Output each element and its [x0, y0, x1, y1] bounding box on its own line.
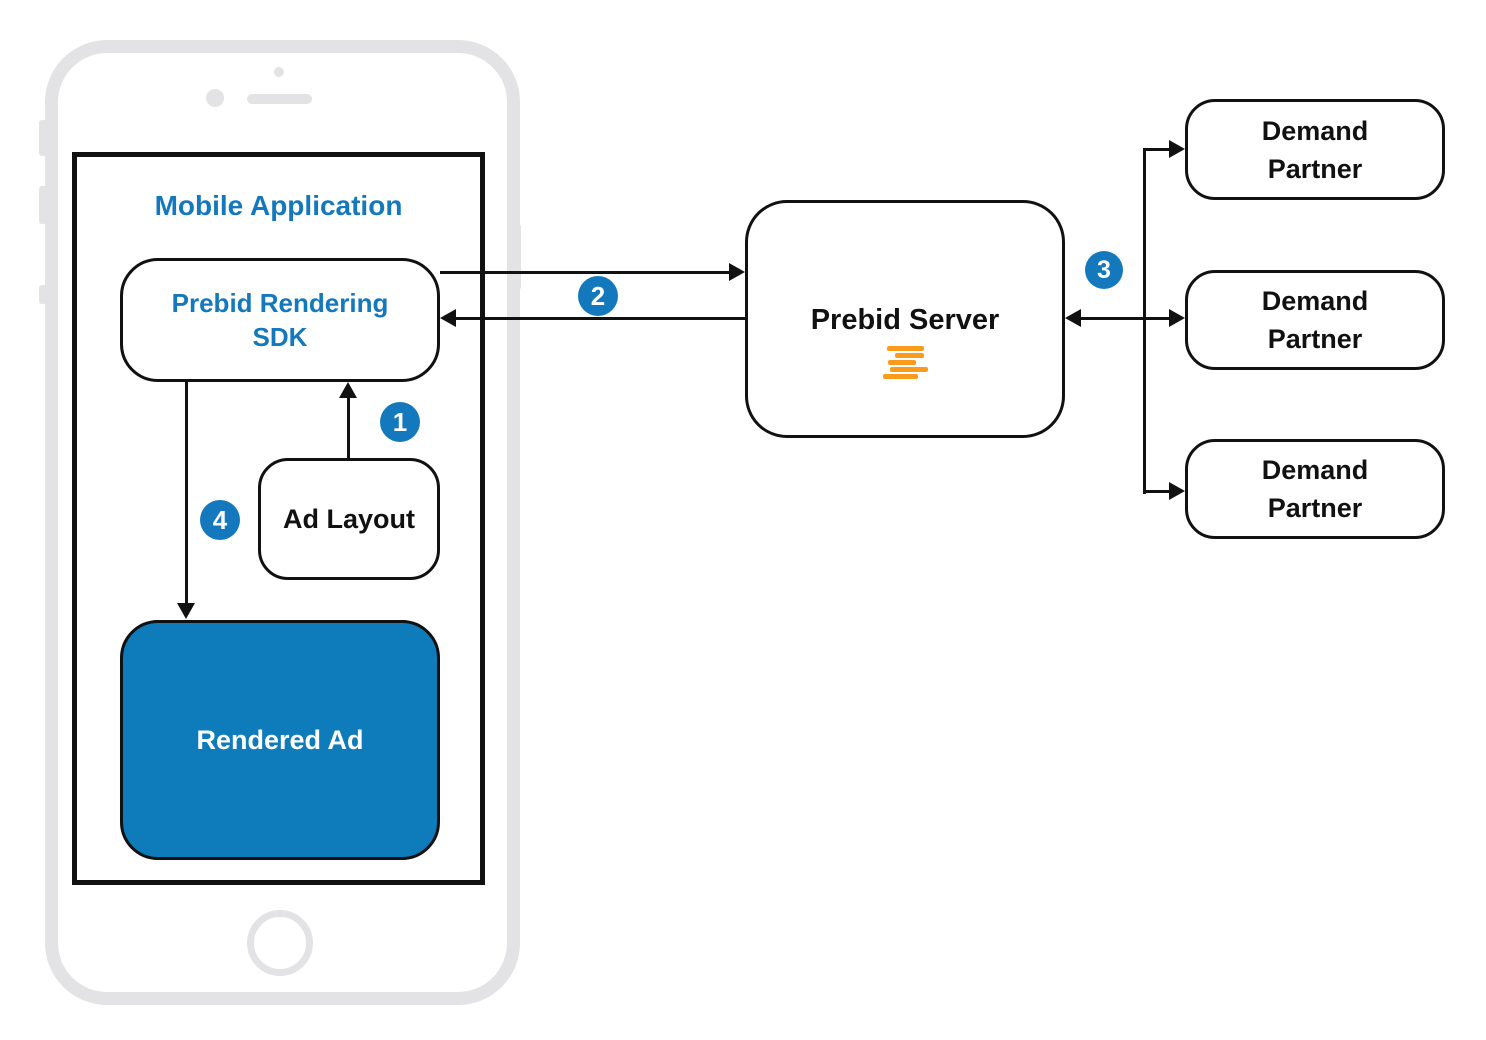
demand-partner-1-line1: Demand — [1261, 115, 1369, 146]
prebid-server-label: Prebid Server — [810, 304, 1000, 336]
demand-partner-box-3: Demand Partner — [1185, 439, 1445, 539]
arrow-adlayout-to-sdk-head-icon — [339, 382, 357, 398]
phone-speaker-icon — [247, 94, 312, 104]
arrow-server-demand-left-head-icon — [1065, 309, 1081, 327]
prebid-rendering-sdk-box: Prebid Rendering SDK — [120, 258, 440, 382]
mobile-application-title: Mobile Application — [154, 190, 403, 221]
arrow-server-demand-line — [1081, 317, 1173, 320]
demand-branch-bottom-line — [1143, 490, 1173, 493]
phone-volume-down-button — [39, 285, 47, 304]
arrow-server-demand-right-head-icon — [1169, 309, 1185, 327]
prebid-sdk-label-line2: SDK — [252, 322, 308, 352]
arrow-sdk-to-renderedad-line — [185, 382, 188, 605]
prebid-sdk-label-line1: Prebid Rendering — [171, 288, 389, 318]
arrow-sdk-to-server-head-icon — [729, 263, 745, 281]
phone-home-button — [247, 910, 313, 976]
demand-partner-2-line1: Demand — [1261, 286, 1369, 316]
step-badge-2: 2 — [578, 276, 618, 316]
demand-partner-1-line2: Partner — [1267, 153, 1363, 184]
step-badge-1: 1 — [380, 402, 420, 442]
arrow-sdk-to-renderedad-head-icon — [177, 603, 195, 619]
rendered-ad-box: Rendered Ad — [120, 620, 440, 860]
arrow-sdk-to-server-line — [440, 271, 730, 274]
demand-branch-bottom-head-icon — [1169, 482, 1185, 500]
prebid-server-box — [745, 200, 1065, 438]
prebid-logo-icon — [883, 346, 929, 382]
phone-proximity-sensor-icon — [274, 67, 284, 77]
phone-camera-icon — [206, 89, 224, 107]
arrow-server-to-sdk-head-icon — [440, 309, 456, 327]
rendered-ad-label: Rendered Ad — [196, 724, 364, 755]
demand-partner-box-1: Demand Partner — [1185, 99, 1445, 200]
ad-layout-label: Ad Layout — [283, 503, 415, 534]
phone-volume-up-button — [39, 186, 47, 224]
phone-mute-switch — [39, 120, 47, 156]
demand-partner-3-line1: Demand — [1261, 455, 1369, 485]
demand-branch-top-head-icon — [1169, 140, 1185, 158]
step-badge-4: 4 — [200, 500, 240, 540]
ad-layout-box: Ad Layout — [258, 458, 440, 580]
arrow-adlayout-to-sdk-line — [347, 395, 350, 460]
demand-partner-box-2: Demand Partner — [1185, 270, 1445, 370]
demand-partner-2-line2: Partner — [1267, 324, 1363, 354]
demand-partner-3-line2: Partner — [1267, 493, 1363, 523]
arrow-server-to-sdk-line — [456, 317, 745, 320]
step-badge-3: 3 — [1085, 251, 1123, 289]
demand-branch-vertical-line — [1143, 148, 1146, 494]
demand-branch-top-line — [1143, 148, 1173, 151]
